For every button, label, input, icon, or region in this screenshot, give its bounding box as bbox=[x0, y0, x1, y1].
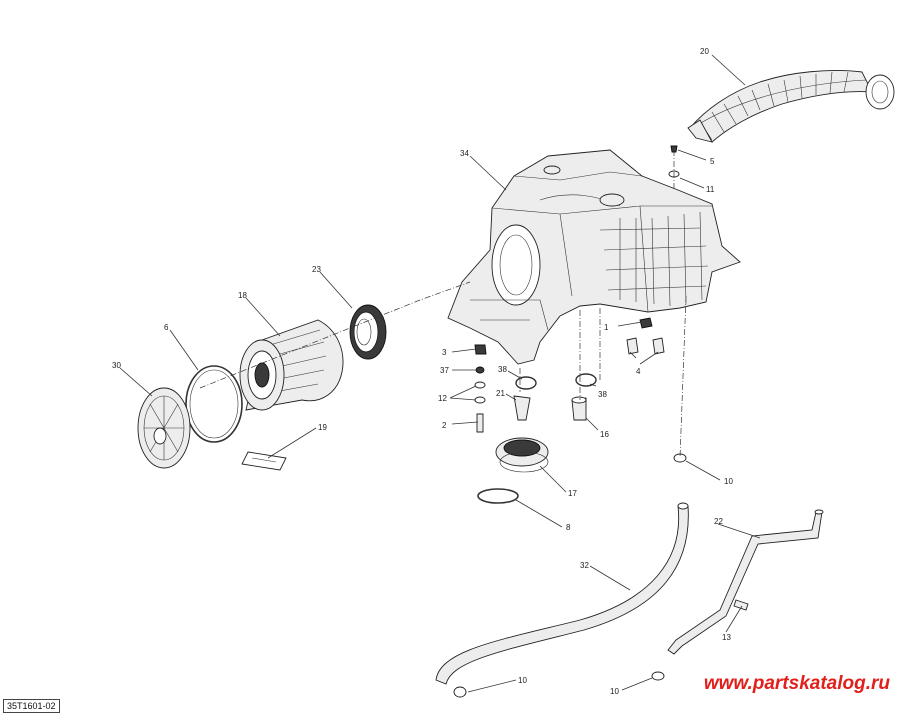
callout-20: 20 bbox=[700, 47, 709, 56]
callout-1: 1 bbox=[604, 323, 609, 332]
callout-18: 18 bbox=[238, 291, 247, 300]
callout-22: 22 bbox=[714, 517, 723, 526]
callout-12: 12 bbox=[438, 394, 447, 403]
callout-11: 11 bbox=[706, 185, 715, 194]
callout-38-right: 38 bbox=[598, 390, 607, 399]
callout-30: 30 bbox=[112, 361, 121, 370]
intake-duct-part-20 bbox=[687, 70, 895, 143]
callout-4: 4 bbox=[636, 367, 641, 376]
leader-lines bbox=[119, 54, 761, 693]
callout-10-bottom-left: 10 bbox=[518, 676, 527, 685]
callout-21: 21 bbox=[496, 389, 505, 398]
callout-6: 6 bbox=[164, 323, 169, 332]
seal-ring-part-6 bbox=[185, 365, 243, 443]
callout-13: 13 bbox=[722, 633, 731, 642]
diagram-code: 35T1601-02 bbox=[3, 699, 60, 713]
callout-10-upper: 10 bbox=[724, 477, 733, 486]
label-part-19 bbox=[241, 451, 287, 471]
callout-8: 8 bbox=[566, 523, 571, 532]
callout-32: 32 bbox=[580, 561, 589, 570]
assembly-centerlines bbox=[199, 150, 687, 459]
air-filter-part-18 bbox=[239, 319, 344, 411]
callout-2: 2 bbox=[442, 421, 447, 430]
callout-23: 23 bbox=[312, 265, 321, 274]
callout-5: 5 bbox=[710, 157, 715, 166]
callout-37: 37 bbox=[440, 366, 449, 375]
hoses-parts-22-32 bbox=[435, 502, 824, 685]
callout-19: 19 bbox=[318, 423, 327, 432]
hardware-parts bbox=[453, 145, 749, 698]
callout-labels: 20 34 5 11 23 18 6 30 1 4 3 37 38 38 12 … bbox=[112, 47, 733, 696]
airbox-part-34 bbox=[447, 149, 741, 365]
callout-16: 16 bbox=[600, 430, 609, 439]
adapter-ring-part-23 bbox=[349, 304, 387, 360]
cover-part-30 bbox=[137, 387, 191, 469]
watermark-link[interactable]: www.partskatalog.ru bbox=[703, 673, 890, 694]
callout-34: 34 bbox=[460, 149, 469, 158]
callout-17: 17 bbox=[568, 489, 577, 498]
callout-38-left: 38 bbox=[498, 365, 507, 374]
callout-3: 3 bbox=[442, 348, 447, 357]
callout-10-bottom-right: 10 bbox=[610, 687, 619, 696]
